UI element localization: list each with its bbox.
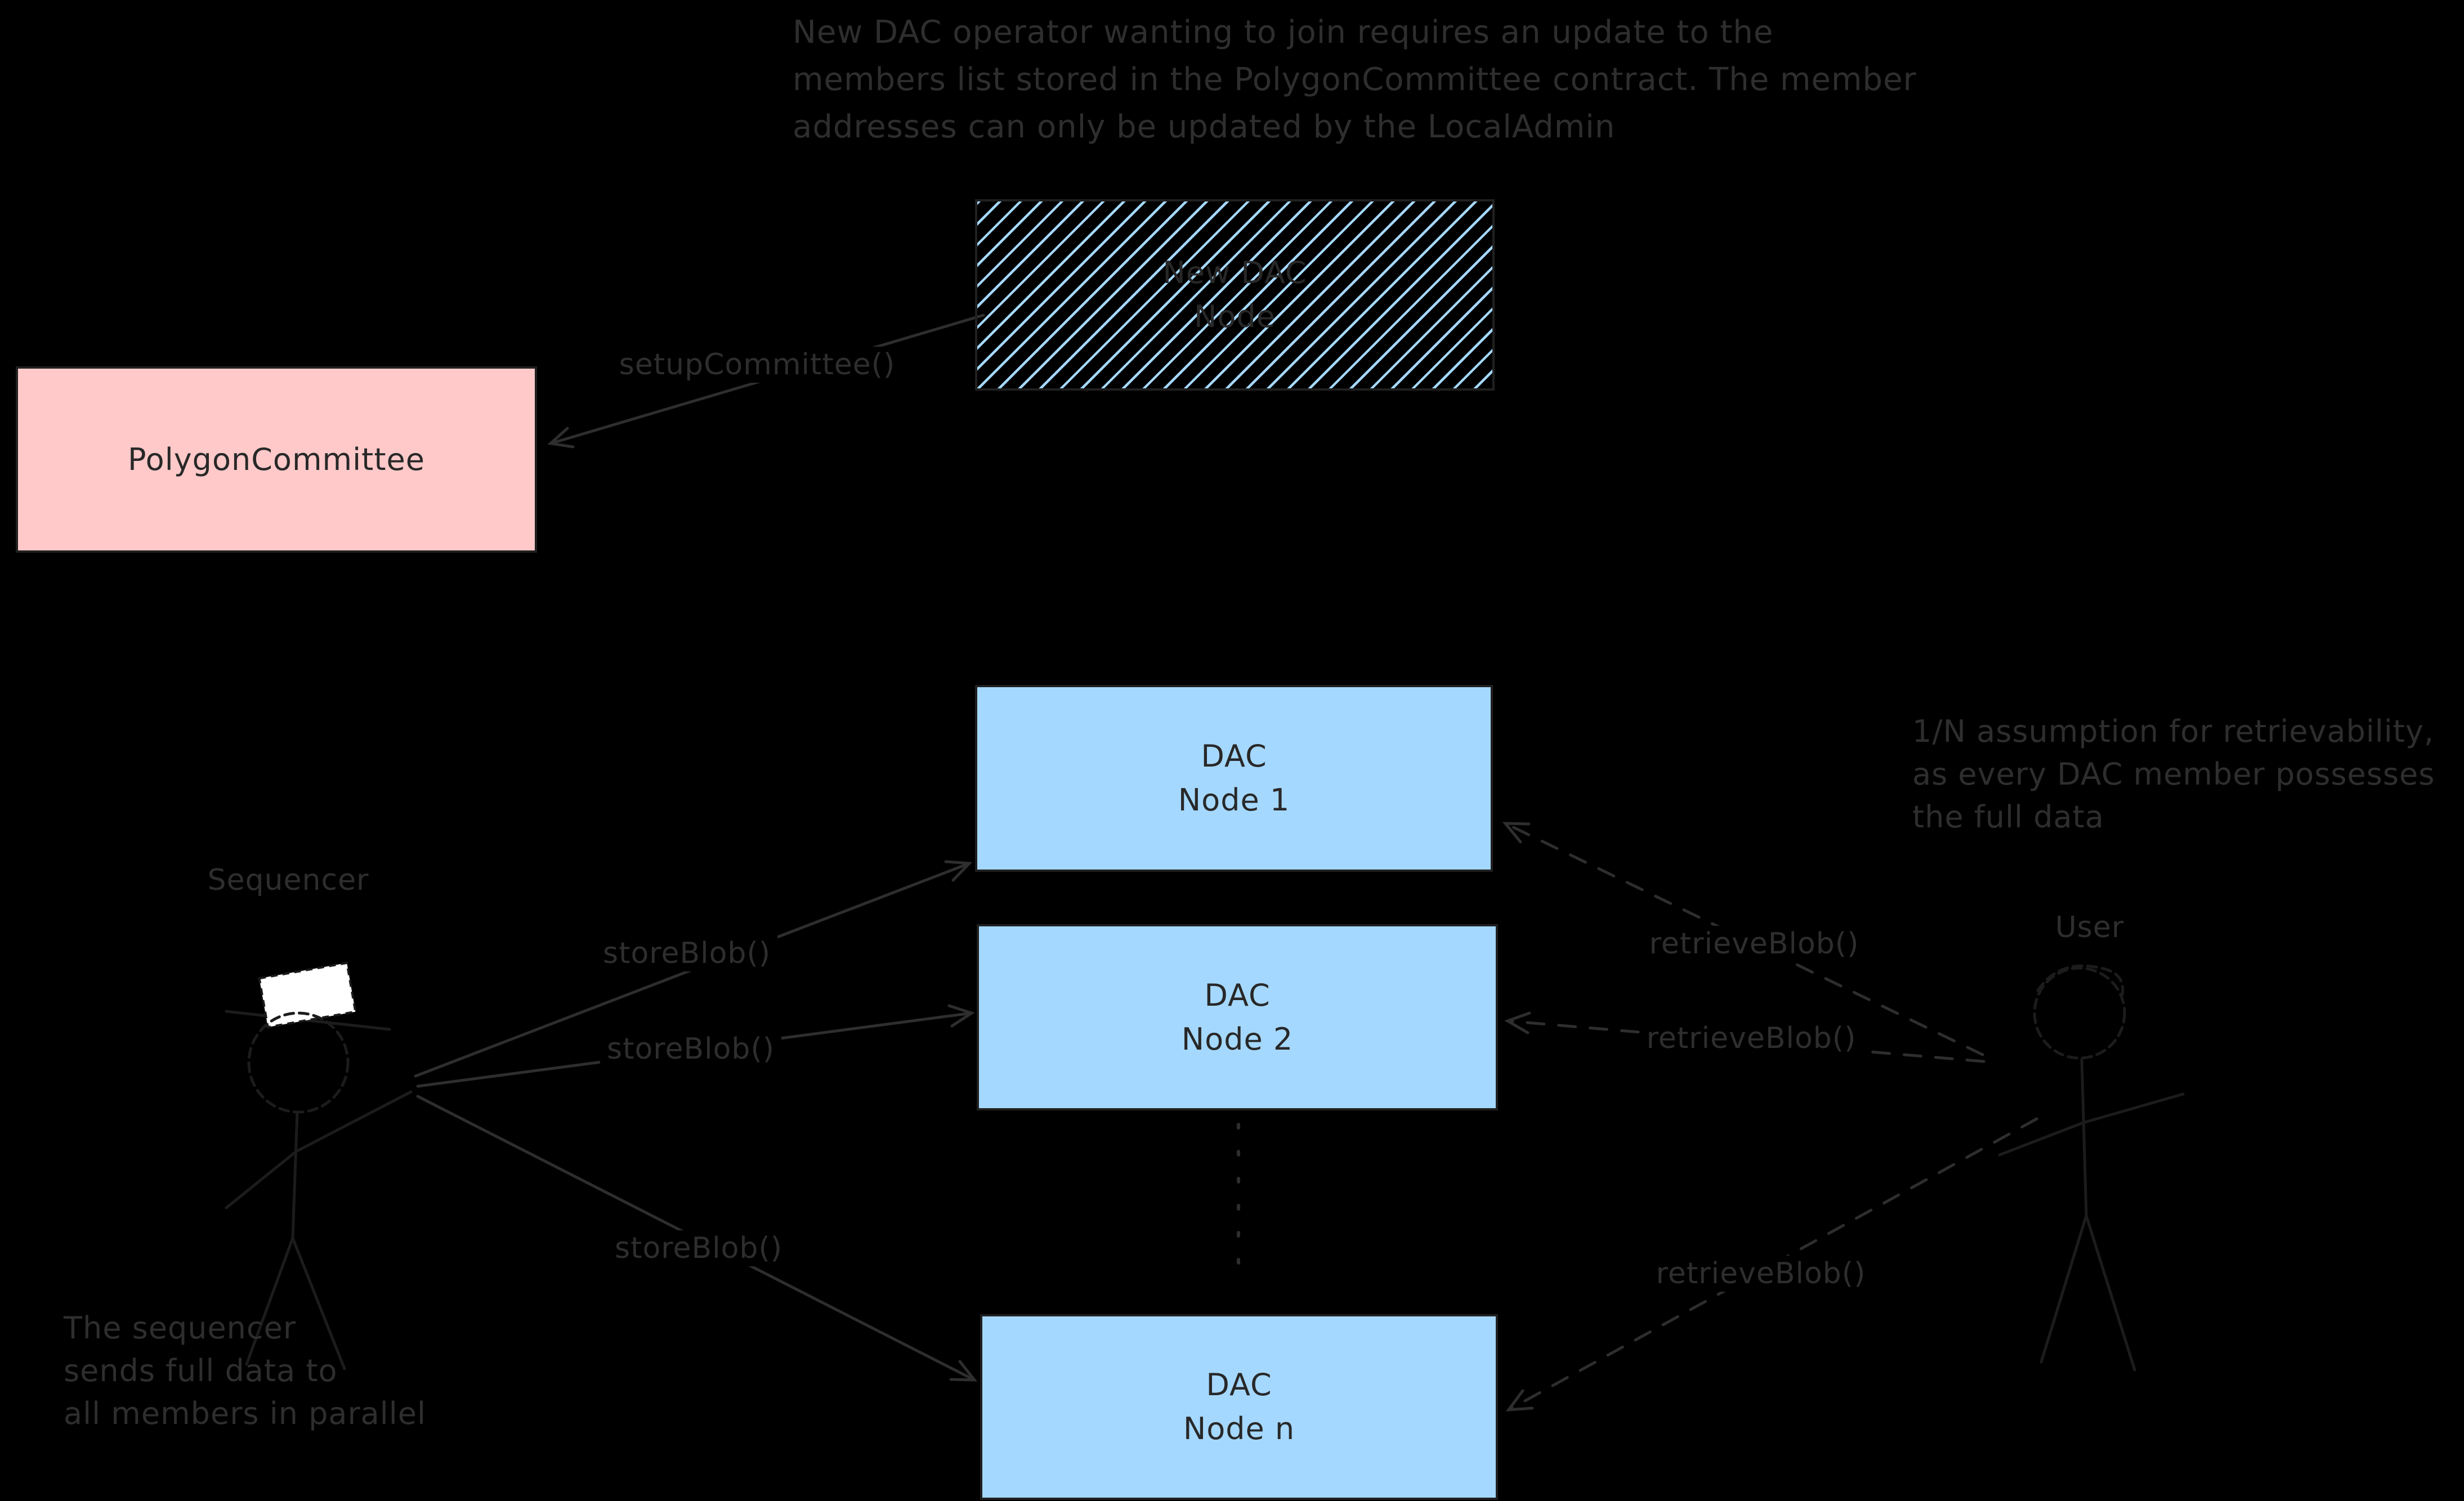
dac-node-n-label: DAC Node n xyxy=(1183,1367,1295,1446)
polygon-committee-label: PolygonCommittee xyxy=(128,441,425,477)
setup-committee-label: setupCommittee() xyxy=(612,347,902,383)
sequencer-arm-right xyxy=(294,1090,413,1153)
dac-node-1-label: DAC Node 1 xyxy=(1178,738,1290,818)
store-blob-label-2: storeBlob() xyxy=(600,1031,782,1067)
user-body xyxy=(2080,1058,2088,1217)
polygon-committee-box: PolygonCommittee xyxy=(16,366,537,553)
user-hair xyxy=(2036,964,2125,1001)
sequencer-laptop xyxy=(258,961,357,1029)
dac-node-2-box: DAC Node 2 xyxy=(977,924,1498,1110)
note-1n-assumption: 1/N assumption for retrievability, as ev… xyxy=(1912,714,2435,835)
retrieve-blob-label-n: retrieveBlob() xyxy=(1649,1256,1873,1292)
dac-node-n-box: DAC Node n xyxy=(980,1314,1498,1500)
sequencer-head xyxy=(247,1011,350,1114)
user-head xyxy=(2033,966,2126,1060)
note-new-dac-operator: New DAC operator wanting to join require… xyxy=(793,14,1917,145)
dac-node-1-box: DAC Node 1 xyxy=(975,685,1493,872)
sequencer-figure xyxy=(225,961,413,1370)
sequencer-body xyxy=(291,1110,299,1240)
sequencer-label: Sequencer xyxy=(200,862,376,898)
note-sequencer-parallel: The sequencer sends full data to all mem… xyxy=(64,1310,426,1431)
sequencer-leg-left xyxy=(245,1236,294,1366)
dac-node-2-label: DAC Node 2 xyxy=(1181,977,1294,1057)
user-leg-left xyxy=(2040,1214,2088,1364)
store-blob-label-1: storeBlob() xyxy=(596,935,778,971)
retrieve-blob-arrow-2 xyxy=(1504,1011,1985,1063)
user-figure xyxy=(1998,964,2185,1372)
user-arm-right xyxy=(2081,1092,2185,1124)
new-dac-node-box: New DAC Node xyxy=(975,199,1495,391)
new-dac-node-label: New DAC Node xyxy=(1162,255,1307,334)
user-arm-left xyxy=(1998,1121,2085,1157)
sequencer-arm-left xyxy=(225,1150,298,1209)
user-label: User xyxy=(2048,909,2131,946)
retrieve-blob-label-1: retrieveBlob() xyxy=(1642,926,1866,962)
user-leg-right xyxy=(2085,1214,2136,1372)
sequencer-hat-brim xyxy=(225,1010,391,1031)
retrieve-blob-label-2: retrieveBlob() xyxy=(1639,1020,1863,1056)
sequencer-leg-right xyxy=(291,1236,346,1370)
store-blob-label-n: storeBlob() xyxy=(607,1230,790,1266)
